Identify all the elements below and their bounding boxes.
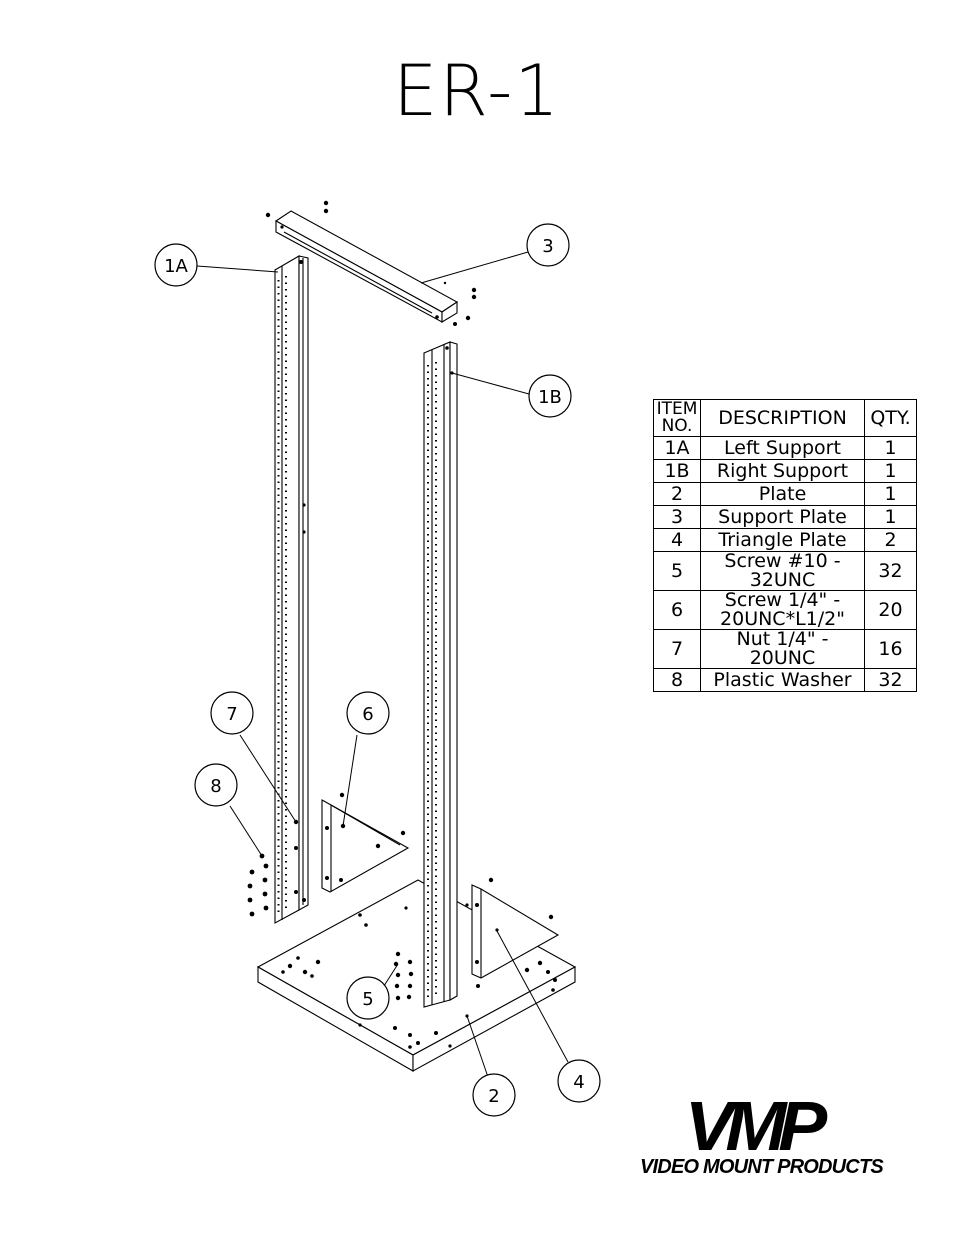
- bom-qty: 1: [864, 482, 917, 506]
- bom-header-row: ITEM NO. DESCRIPTION QTY.: [653, 399, 917, 437]
- bom-qty: 1: [864, 505, 917, 529]
- logo-subtitle: VIDEO MOUNT PRODUCTS: [640, 1156, 884, 1178]
- bom-item: 3: [653, 505, 701, 529]
- table-row: 4 Triangle Plate 2: [653, 528, 917, 552]
- bom-item: 2: [653, 482, 701, 506]
- bom-description: Support Plate: [700, 505, 865, 529]
- bom-description: Screw #10 - 32UNC: [700, 551, 865, 591]
- svg-text:3: 3: [542, 236, 553, 257]
- page-title: ER-1: [393, 50, 561, 132]
- bom-item: 4: [653, 528, 701, 552]
- support-plate-3: [265, 200, 477, 326]
- bom-description: Right Support: [700, 459, 865, 483]
- svg-text:8: 8: [210, 776, 221, 797]
- svg-text:6: 6: [362, 704, 373, 725]
- bom-description: Triangle Plate: [700, 528, 865, 552]
- bom-description: Nut 1/4" - 20UNC: [700, 629, 865, 669]
- bom-item: 5: [653, 551, 701, 591]
- bom-qty: 2: [864, 528, 917, 552]
- bill-of-materials-table: ITEM NO. DESCRIPTION QTY. 1A Left Suppor…: [653, 399, 917, 692]
- left-support-1a: [274, 255, 309, 924]
- balloon-4: 4: [557, 1059, 601, 1103]
- triangle-plate-4: [471, 877, 560, 979]
- table-row: 2 Plate 1: [653, 482, 917, 506]
- bom-item: 1B: [653, 459, 701, 483]
- bom-header-qty: QTY.: [864, 399, 917, 437]
- bom-header-item-line2: NO.: [661, 416, 693, 436]
- table-row: 1A Left Support 1: [653, 436, 917, 460]
- bom-qty: 32: [864, 668, 917, 692]
- bom-header-item: ITEM NO.: [653, 399, 701, 437]
- table-row: 8 Plastic Washer 32: [653, 668, 917, 692]
- bom-header-description: DESCRIPTION: [700, 399, 865, 437]
- balloon-5: 5: [346, 976, 390, 1020]
- balloon-6: 6: [346, 691, 390, 735]
- bom-description: Screw 1/4" - 20UNC*L1/2": [700, 590, 865, 630]
- table-row: 5 Screw #10 - 32UNC 32: [653, 551, 917, 591]
- balloon-3: 3: [526, 223, 570, 267]
- bom-header-item-line1: ITEM: [656, 399, 698, 419]
- bom-qty: 16: [864, 629, 917, 669]
- balloon-1a: 1A: [154, 243, 198, 287]
- bom-qty: 1: [864, 459, 917, 483]
- svg-text:1B: 1B: [538, 387, 562, 408]
- table-row: 6 Screw 1/4" - 20UNC*L1/2" 20: [653, 590, 917, 630]
- bom-qty: 32: [864, 551, 917, 591]
- bom-item: 1A: [653, 436, 701, 460]
- svg-text:2: 2: [488, 1086, 499, 1107]
- balloon-7: 7: [210, 691, 254, 735]
- table-row: 7 Nut 1/4" - 20UNC 16: [653, 629, 917, 669]
- bom-item: 6: [653, 590, 701, 630]
- bom-description: Left Support: [700, 436, 865, 460]
- svg-text:1A: 1A: [164, 256, 188, 277]
- logo-mark: VMP: [684, 1087, 827, 1165]
- bom-item: 7: [653, 629, 701, 669]
- table-row: 1B Right Support 1: [653, 459, 917, 483]
- bom-qty: 20: [864, 590, 917, 630]
- svg-text:7: 7: [226, 704, 237, 725]
- balloon-1b: 1B: [528, 374, 572, 418]
- triangle-plate-left: [321, 792, 410, 893]
- bom-description: Plate: [700, 482, 865, 506]
- table-row: 3 Support Plate 1: [653, 505, 917, 529]
- balloon-2: 2: [472, 1073, 516, 1117]
- svg-text:5: 5: [362, 989, 373, 1010]
- vmp-logo: VMP VIDEO MOUNT PRODUCTS: [640, 1087, 884, 1185]
- bom-qty: 1: [864, 436, 917, 460]
- base-plate: [256, 879, 577, 1072]
- balloon-8: 8: [194, 763, 238, 807]
- svg-text:4: 4: [573, 1072, 584, 1093]
- right-support-1b: [423, 341, 458, 1008]
- bom-description: Plastic Washer: [700, 668, 865, 692]
- loose-hardware: [247, 853, 414, 1001]
- bom-item: 8: [653, 668, 701, 692]
